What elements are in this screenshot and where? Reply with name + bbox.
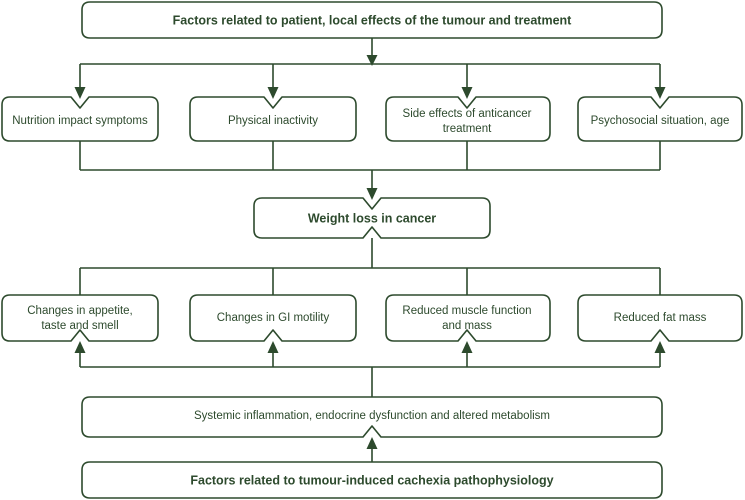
connector-mechanism-to-lower-effects: [74, 341, 666, 397]
arrowhead-down-to-fanbar: [366, 55, 378, 66]
node-changes-in-appetite-taste-smell-outline: [1, 294, 159, 342]
arrowhead-up-2: [267, 341, 279, 353]
node-systemic-inflammation-outline: [81, 396, 663, 438]
node-systemic-inflammation-label: Systemic inflammation, endocrine dysfunc…: [194, 410, 550, 422]
arrowhead-up-3: [461, 341, 473, 353]
arrowhead-up-4: [654, 341, 666, 353]
node-systemic-inflammation: Systemic inflammation, endocrine dysfunc…: [81, 396, 663, 438]
node-physical-inactivity-outline: [189, 96, 357, 142]
node-changes-in-gi-motility: Changes in GI motility: [189, 294, 357, 342]
node-side-effects-anticancer-treatment-label-line2: treatment: [443, 123, 492, 135]
arrowhead-up-to-mechanism: [366, 437, 378, 449]
arrowhead-down-1: [74, 87, 86, 99]
node-reduced-muscle-function-and-mass-outline: [385, 294, 551, 342]
node-reduced-fat-mass-outline: [577, 294, 743, 342]
connector-center-to-lower-effects: [79, 238, 661, 295]
node-side-effects-anticancer-treatment-outline: [385, 96, 551, 142]
node-reduced-muscle-function-and-mass: Reduced muscle function and mass: [385, 294, 551, 342]
node-changes-in-gi-motility-label: Changes in GI motility: [217, 312, 330, 324]
node-reduced-fat-mass: Reduced fat mass: [577, 294, 743, 342]
node-physical-inactivity: Physical inactivity: [189, 96, 357, 142]
node-psychosocial-situation-age-label: Psychosocial situation, age: [591, 115, 730, 127]
node-changes-in-appetite-taste-smell: Changes in appetite, taste and smell: [1, 294, 159, 342]
arrowhead-down-3: [461, 87, 473, 99]
connector-upper-factors-to-center: [79, 141, 661, 200]
node-weight-loss-in-cancer: Weight loss in cancer: [253, 197, 491, 239]
node-nutrition-impact-symptoms-outline: [1, 96, 159, 142]
node-reduced-fat-mass-label: Reduced fat mass: [614, 312, 707, 324]
node-reduced-muscle-function-and-mass-label-line2: and mass: [442, 320, 492, 332]
node-psychosocial-situation-age-outline: [577, 96, 743, 142]
connector-bottom-to-mechanism: [366, 437, 378, 462]
node-top-factors: Factors related to patient, local effect…: [81, 1, 663, 39]
arrowhead-down-4: [654, 87, 666, 99]
node-physical-inactivity-label: Physical inactivity: [228, 115, 318, 127]
node-changes-in-appetite-taste-smell-label-line2: taste and smell: [41, 320, 118, 332]
node-changes-in-appetite-taste-smell-label-line1: Changes in appetite,: [27, 305, 133, 317]
node-changes-in-gi-motility-outline: [189, 294, 357, 342]
node-side-effects-anticancer-treatment-label-line1: Side effects of anticancer: [403, 108, 532, 120]
arrowhead-down-2: [267, 87, 279, 99]
node-bottom-factors: Factors related to tumour-induced cachex…: [81, 461, 663, 499]
arrowhead-down-to-center: [366, 188, 378, 200]
node-top-factors-label: Factors related to patient, local effect…: [173, 13, 573, 27]
node-bottom-factors-label: Factors related to tumour-induced cachex…: [190, 473, 553, 487]
node-psychosocial-situation-age: Psychosocial situation, age: [577, 96, 743, 142]
node-top-factors-outline: [81, 1, 663, 39]
node-reduced-muscle-function-and-mass-label-line1: Reduced muscle function: [402, 305, 531, 317]
node-weight-loss-in-cancer-label: Weight loss in cancer: [308, 211, 436, 225]
node-nutrition-impact-symptoms: Nutrition impact symptoms: [1, 96, 159, 142]
node-weight-loss-in-cancer-outline: [253, 197, 491, 239]
arrowhead-up-1: [74, 341, 86, 353]
node-bottom-factors-outline: [81, 461, 663, 499]
node-nutrition-impact-symptoms-label: Nutrition impact symptoms: [12, 115, 148, 127]
connector-top-to-fan: [74, 38, 666, 99]
node-side-effects-anticancer-treatment: Side effects of anticancer treatment: [385, 96, 551, 142]
